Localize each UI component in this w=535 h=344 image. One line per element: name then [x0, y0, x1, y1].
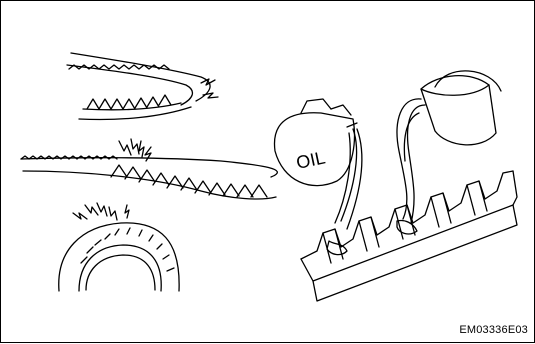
water-bucket [421, 71, 501, 145]
belt-teeth-crack [21, 139, 277, 199]
belt-bent-crack [67, 53, 218, 120]
belt-grooves [323, 181, 487, 263]
toothed-belt-right [301, 171, 517, 301]
water-stream [397, 99, 425, 223]
oil-can [274, 99, 357, 186]
belt-teeth-mid [111, 165, 267, 197]
crack-lines-loop [73, 203, 129, 220]
belt-teeth [87, 95, 171, 109]
belt-loop-worn [59, 203, 179, 291]
loop-teeth [81, 228, 174, 271]
figure-reference-code: EM03336E03 [459, 324, 528, 336]
